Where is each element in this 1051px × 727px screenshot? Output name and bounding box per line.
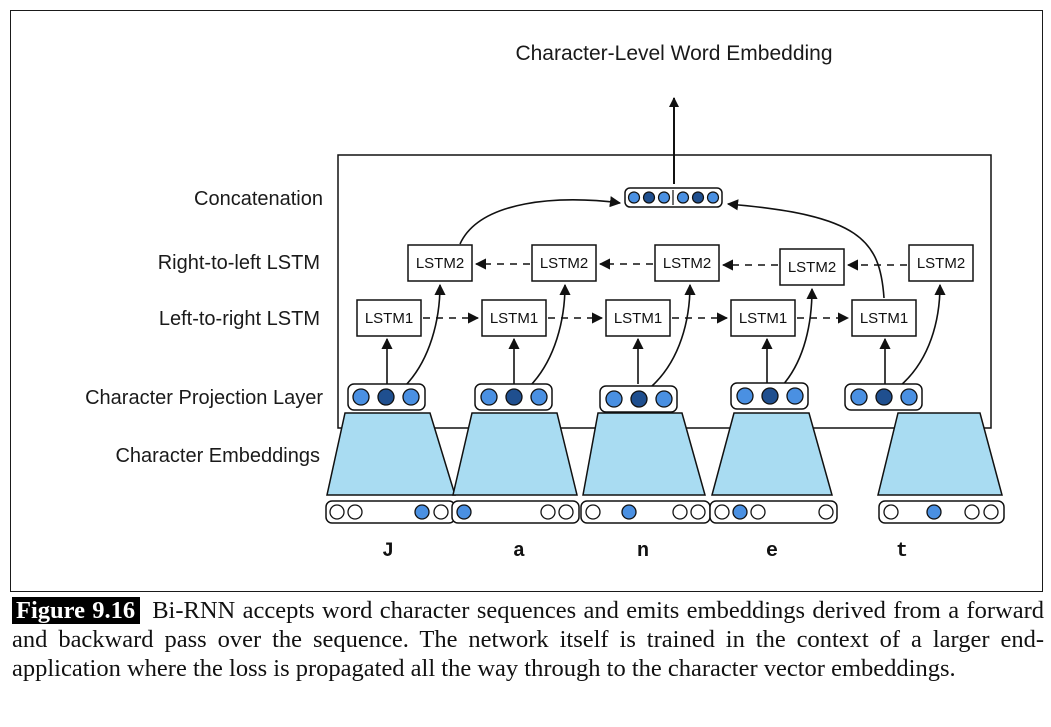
onehot-vector <box>878 500 1005 524</box>
projection-group <box>844 383 923 411</box>
projection-node <box>655 390 673 408</box>
lstm1-label: LSTM1 <box>860 310 908 327</box>
character-label: a <box>513 540 525 563</box>
projection-group <box>474 383 553 411</box>
concat-node <box>676 191 690 204</box>
projection-group <box>599 385 678 413</box>
concat-node <box>642 191 656 204</box>
projection-node <box>352 388 370 406</box>
lstm1-label: LSTM1 <box>490 310 538 327</box>
lstm2-label: LSTM2 <box>917 255 965 272</box>
onehot-vector <box>580 500 711 524</box>
proj-to-lstm2-arrow <box>404 283 446 387</box>
embedding-trapezoid <box>452 412 578 496</box>
lstm1-label: LSTM1 <box>365 310 413 327</box>
projection-node <box>480 388 498 406</box>
character-label: t <box>896 540 908 563</box>
label-left-to-right-lstm: Left-to-right LSTM <box>159 308 320 330</box>
caption-text: Bi-RNN accepts word character sequences … <box>12 597 1044 682</box>
figure-label: Figure 9.16 <box>12 597 141 624</box>
embedding-trapezoid <box>326 412 457 496</box>
arrow-lstm1-to-concat <box>726 199 885 299</box>
embedding-trapezoid <box>877 412 1003 496</box>
diagram-title: Character-Level Word Embedding <box>515 42 832 65</box>
projection-node <box>605 390 623 408</box>
proj-to-lstm2-arrow <box>529 283 571 387</box>
proj-to-lstm2-arrow <box>899 283 946 387</box>
lstm2-box <box>407 244 473 282</box>
lstm2-box <box>531 244 597 282</box>
projection-node <box>505 388 523 406</box>
projection-node <box>736 387 754 405</box>
onehot-vector <box>709 500 838 524</box>
lstm1-box <box>605 299 671 337</box>
lstm1-box <box>356 299 422 337</box>
character-label: n <box>637 540 649 563</box>
embedding-trapezoid <box>582 412 706 496</box>
lstm1-label: LSTM1 <box>739 310 787 327</box>
arrow-lstm2-to-concat <box>459 196 622 245</box>
projection-node <box>402 388 420 406</box>
embedding-trapezoid <box>711 412 833 496</box>
projection-node <box>530 388 548 406</box>
projection-node <box>875 388 893 406</box>
concat-node <box>706 191 720 204</box>
figure-frame <box>10 10 1043 592</box>
lstm2-label: LSTM2 <box>788 259 836 276</box>
lstm2-box <box>654 244 720 282</box>
lstm1-row: LSTM1 LSTM1 LSTM1 LSTM1 LSTM1 <box>356 299 917 337</box>
projection-node <box>850 388 868 406</box>
lstm1-box <box>481 299 547 337</box>
onehot-vector <box>325 500 456 524</box>
projection-group <box>347 383 426 411</box>
concat-node <box>627 191 641 204</box>
concatenation-vector <box>624 187 723 208</box>
lstm2-label: LSTM2 <box>663 255 711 272</box>
label-character-projection-layer: Character Projection Layer <box>85 387 323 409</box>
label-right-to-left-lstm: Right-to-left LSTM <box>158 252 320 274</box>
character-label: e <box>766 540 778 563</box>
lstm2-label: LSTM2 <box>416 255 464 272</box>
label-character-embeddings: Character Embeddings <box>115 445 320 467</box>
projection-group <box>730 382 809 410</box>
concat-node <box>657 191 671 204</box>
lstm2-row: LSTM2 LSTM2 LSTM2 LSTM2 LSTM2 <box>407 244 974 286</box>
bi-rnn-diagram: Character-Level Word Embedding Concatena… <box>85 42 1005 563</box>
lstm2-label: LSTM2 <box>540 255 588 272</box>
lstm2-box <box>908 244 974 282</box>
onehot-vector <box>451 500 580 524</box>
label-concatenation: Concatenation <box>194 188 323 210</box>
proj-to-lstm2-arrow <box>651 283 696 387</box>
lstm2-box <box>779 248 845 286</box>
lstm1-box <box>851 299 917 337</box>
lstm1-box <box>730 299 796 337</box>
concat-node <box>691 191 705 204</box>
projection-node <box>761 387 779 405</box>
character-label: J <box>382 540 394 563</box>
projection-node <box>786 387 804 405</box>
projection-node <box>630 390 648 408</box>
lstm1-label: LSTM1 <box>614 310 662 327</box>
projection-node <box>900 388 918 406</box>
proj-to-lstm2-arrow <box>781 287 818 387</box>
projection-node <box>377 388 395 406</box>
